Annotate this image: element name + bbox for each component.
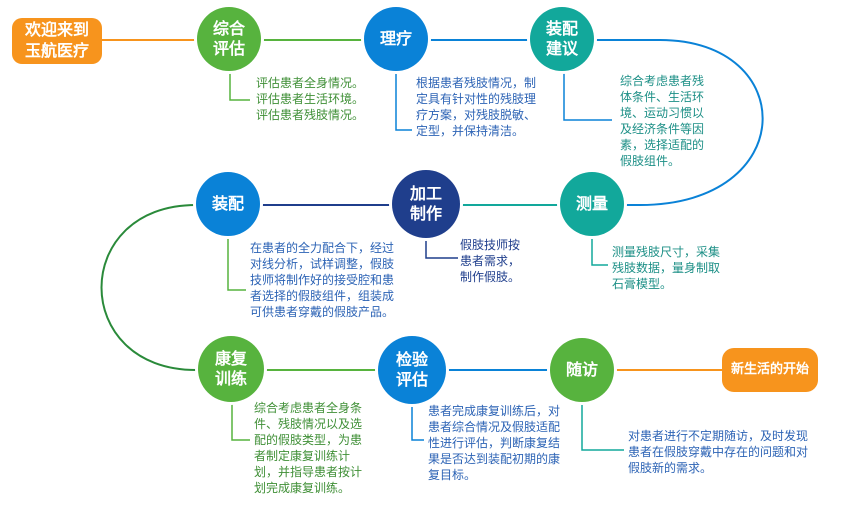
start-badge: 欢迎来到 玉航医疗 [12,18,102,64]
end-badge: 新生活的开始 [722,348,818,392]
step-node-measurement: 测量 [560,172,624,236]
step-node-fitting-advice: 装配 建议 [530,7,594,71]
leader-step5 [425,236,458,259]
step-desc-fitting: 在患者的全力配合下，经过 对线分析，试样调整，假肢 技师将制作好的接受腔和患 者… [250,241,395,319]
step-node-physiotherapy: 理疗 [364,7,428,71]
step-node-inspection-assessment: 检验 评估 [378,336,446,404]
path-curve-left [100,204,197,371]
step-desc-follow-up: 对患者进行不定期随访，及时发现 患者在假肢穿戴中存在的问题和对 假肢新的需求。 [628,429,809,475]
step-desc-comprehensive-assessment: 评估患者全身情况。 评估患者生活环境。 评估患者残肢情况。 [256,76,365,122]
leader-step6 [227,236,246,291]
step-node-comprehensive-assessment: 综合 评估 [197,7,261,71]
step-node-fitting: 装配 [196,172,260,236]
leader-step7 [231,402,250,441]
step-node-manufacturing: 加工 制作 [392,170,460,238]
step-desc-fitting-advice: 综合考虑患者残 体条件、生活环 境、运动习惯以 及经济条件等因 素，选择适配的 … [620,74,705,168]
step-desc-inspection-assessment: 患者完成康复训练后，对 患者综合情况及假肢适配 性进行评估，判断康复结 果是否达… [428,404,561,482]
step-desc-measurement: 测量残肢尺寸，采集 残肢数据，量身制取 石膏模型。 [612,245,721,291]
leader-step4 [591,235,608,266]
leader-step3 [563,70,612,121]
step-node-rehab-training: 康复 训练 [198,336,264,402]
step-desc-manufacturing: 假肢技师按 患者需求， 制作假肢。 [460,238,521,284]
leader-step2 [395,70,412,131]
step-node-follow-up: 随访 [550,338,614,402]
step-desc-physiotherapy: 根据患者残肢情况，制 定具有针对性的残肢理 疗方案，对残肢脱敏、 定型，并保持清… [416,76,537,138]
path-curve-right [591,39,764,206]
step-desc-rehab-training: 综合考虑患者全身条 件、残肢情况以及选 配的假肢类型，为患 者制定康复训练计 划… [254,401,363,495]
leader-step1 [229,70,250,101]
leader-step9 [581,400,624,451]
leader-step8 [411,402,424,441]
